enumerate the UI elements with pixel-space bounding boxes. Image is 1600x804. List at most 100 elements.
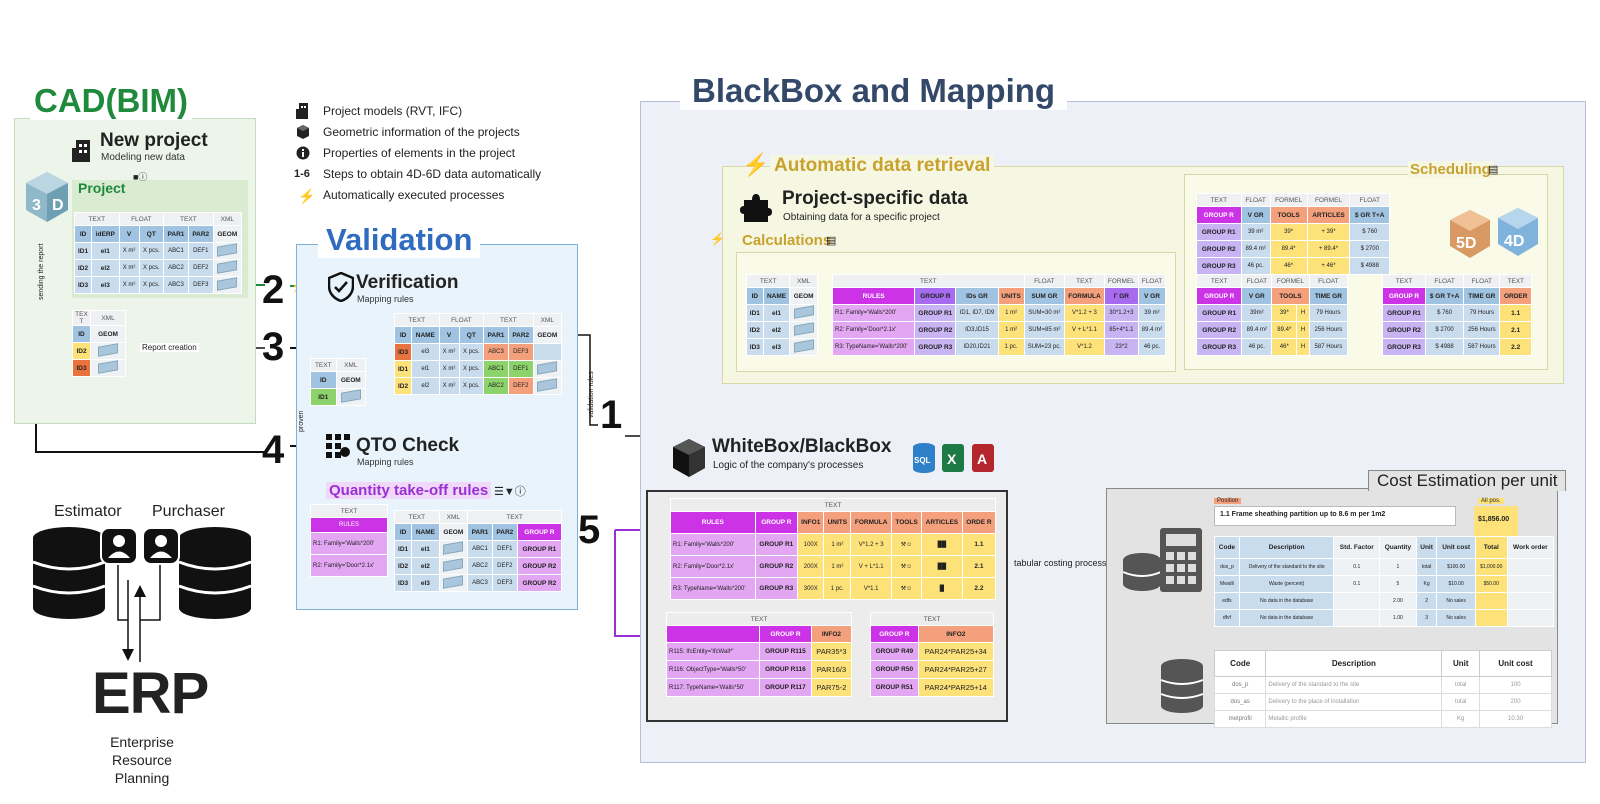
table-cell: 46 pc.: [1240, 257, 1271, 275]
validation-title: Validation: [318, 222, 481, 258]
col-v: V: [118, 225, 140, 243]
geometry-icon: [443, 541, 464, 555]
col-par1: PAR1: [163, 225, 189, 243]
table-cell: [1474, 592, 1508, 610]
table-cell: X m²: [118, 259, 140, 277]
table-cell: ARTICLES: [1306, 206, 1351, 224]
table-cell: ABC3: [163, 276, 189, 294]
table-cell: GROUP R3: [754, 577, 799, 600]
table-cell: el1: [91, 242, 120, 260]
table-cell: DEF1: [491, 540, 518, 558]
table-cell: PAR1: [467, 523, 493, 541]
tools-icon: ⚒☺: [891, 555, 922, 578]
total-value: $1,856.00: [1478, 516, 1510, 523]
table-cell: ABC2: [483, 377, 509, 395]
table-cell: 200X: [797, 555, 825, 578]
table-cell: 89.4 m²: [1240, 240, 1271, 258]
table-cell: GROUP R3: [914, 338, 957, 356]
table-cell: UNITS: [997, 287, 1025, 305]
table-cell: 30*1.2+3: [1103, 304, 1139, 322]
table-row: ID1: [310, 388, 366, 406]
table-cell: [789, 321, 818, 339]
table-row: TEXT: [670, 498, 996, 512]
table-cell: FORMEL: [1306, 193, 1351, 207]
table-cell: PAR24*PAR25+27: [917, 660, 995, 679]
erp-subtitle: Enterprise Resource Planning: [110, 734, 174, 786]
table-cell: 79 Hours: [1463, 304, 1501, 322]
table-cell: 100X: [797, 533, 825, 556]
table-cell: GROUP R1: [914, 304, 957, 322]
table-cell: GEOM: [789, 287, 818, 305]
table-cell: 46*: [1269, 257, 1308, 275]
table-cell: IDs GR: [955, 287, 999, 305]
table-cell: ARTICLES: [920, 511, 963, 534]
table-cell: ID2: [72, 342, 91, 360]
table-cell: [789, 304, 818, 322]
table-cell: edfs: [1214, 592, 1240, 610]
table-cell: GROUP R3: [1195, 338, 1243, 356]
table-cell: TEXT: [1195, 274, 1243, 288]
table-cell: GROUP R: [758, 625, 812, 643]
table-cell: PAR1: [483, 326, 509, 344]
table-cell: Unit cost: [1479, 650, 1552, 677]
table-cell: V GR: [1137, 287, 1167, 305]
table-cell: V: [438, 326, 460, 344]
table-cell: ID1: [393, 540, 413, 558]
table-cell: ID1: [746, 304, 764, 322]
table-cell: 587 Hours: [1308, 338, 1349, 356]
geometry-icon: [537, 361, 558, 375]
table-cell: H: [1296, 304, 1310, 322]
table-icon: ▤: [1488, 164, 1499, 176]
table-cell: [438, 540, 469, 558]
table-cell: R3: TypeName='Walls*200': [831, 338, 916, 356]
table-cell: 1.1: [1499, 304, 1532, 322]
table-cell: 2.1: [1499, 321, 1532, 339]
table-cell: 256 Hours: [1463, 321, 1501, 339]
auto-retrieval-title: Automatic data retrieval: [770, 155, 995, 177]
qto-check-subtitle: Mapping rules: [357, 457, 414, 467]
table-cell: [1333, 592, 1381, 610]
table-cell: FORMULA: [1064, 287, 1105, 305]
report-creation-label: Report creation: [140, 343, 199, 352]
table-cell: XML: [532, 313, 563, 327]
step-4: 4: [262, 428, 285, 472]
table-cell: GROUP R50: [870, 660, 919, 679]
table-cell: 39m²: [1241, 304, 1273, 322]
table-cell: total: [1415, 558, 1438, 576]
table-cell: SUM=30 m²: [1023, 304, 1066, 322]
table-cell: X pcs.: [458, 360, 485, 378]
table-cell: [438, 574, 469, 592]
table-cell: ABC1: [163, 242, 189, 260]
erp-title: ERP: [92, 661, 209, 726]
table-cell: FLOAT: [1308, 274, 1349, 288]
table-cell: ID20,ID21: [955, 338, 999, 356]
steps-badge: 1-6: [294, 168, 310, 180]
table-cell: ID1: [393, 360, 413, 378]
table-cell: 2.2: [961, 577, 997, 600]
table-cell: R3: TypeName='Walls*200': [670, 577, 756, 600]
table-cell: GROUP R2: [1196, 240, 1242, 258]
table-cell: 1 m²: [997, 304, 1025, 322]
table-cell: TEXT: [745, 274, 791, 288]
project-label: Project: [78, 180, 126, 196]
table-cell: GROUP R1: [1195, 304, 1243, 322]
table-cell: PAR24*PAR25+34: [917, 642, 995, 661]
table-cell: Kg: [1415, 575, 1438, 593]
table-cell: V + L*1.1: [1064, 321, 1105, 339]
project-specific-subtitle: Obtaining data for a specific project: [783, 212, 940, 223]
table-cell: dos_as: [1213, 693, 1267, 711]
